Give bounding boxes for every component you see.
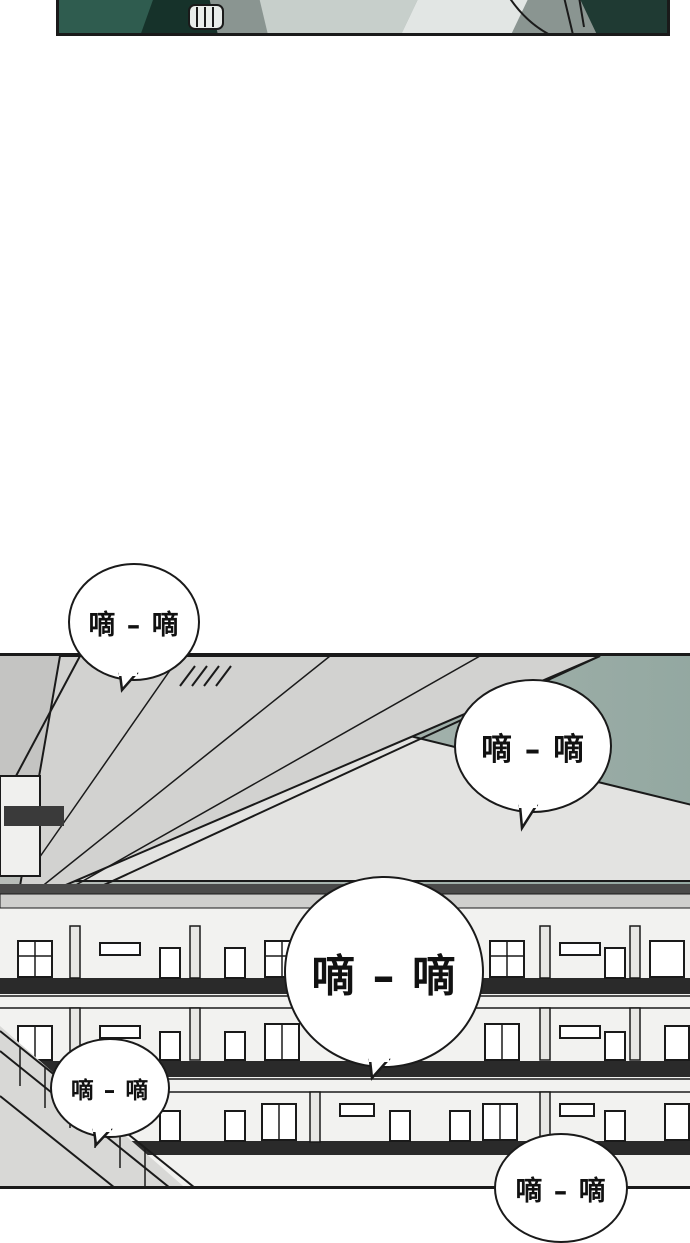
previous-panel-art xyxy=(59,0,667,33)
sfx-bubble-2: 嘀 – 嘀 xyxy=(454,679,612,813)
sfx-bubble-1: 嘀 – 嘀 xyxy=(68,563,200,681)
sfx-bubble-5: 嘀 – 嘀 xyxy=(494,1133,628,1243)
sfx-tail-3 xyxy=(368,1058,391,1081)
sfx-text-5: 嘀 – 嘀 xyxy=(515,1175,607,1207)
sfx-text-4: 嘀 – 嘀 xyxy=(70,1078,150,1104)
sfx-text-1: 嘀 – 嘀 xyxy=(88,609,180,641)
previous-panel xyxy=(56,0,670,36)
school-building-illustration xyxy=(0,656,690,1186)
sfx-tail-1 xyxy=(118,672,139,693)
school-building-panel xyxy=(0,653,690,1189)
sfx-text-2: 嘀 – 嘀 xyxy=(480,731,586,768)
sfx-bubble-3: 嘀 – 嘀 xyxy=(284,876,484,1068)
sfx-bubble-4: 嘀 – 嘀 xyxy=(50,1038,170,1138)
sfx-tail-4 xyxy=(92,1128,113,1148)
sfx-text-3: 嘀 – 嘀 xyxy=(311,951,457,1002)
sfx-tail-2 xyxy=(518,804,539,832)
